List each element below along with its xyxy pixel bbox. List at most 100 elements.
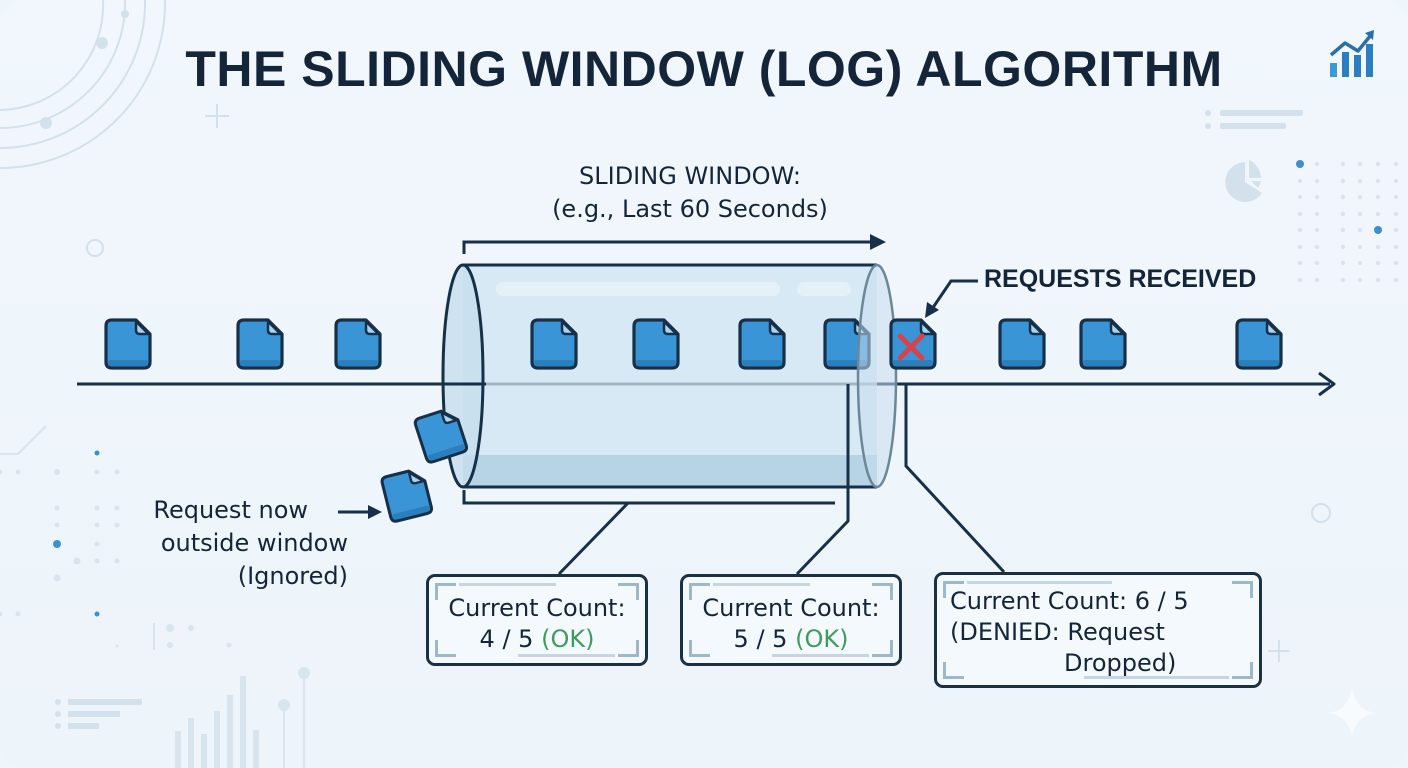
- denied-line1: (DENIED: Request: [950, 618, 1165, 646]
- window-label-line2: (e.g., Last 60 Seconds): [552, 195, 828, 223]
- bg-dot: [53, 540, 61, 548]
- bg-dot: [1297, 277, 1303, 283]
- window-label: SLIDING WINDOW: (e.g., Last 60 Seconds): [520, 160, 860, 226]
- bg-dot: [1297, 244, 1303, 250]
- bg-dot: [1357, 211, 1363, 217]
- bg-dot: [1393, 178, 1399, 184]
- bg-dot: [54, 505, 60, 511]
- bg-bar-chart-decoration: [0, 425, 310, 768]
- bg-dot: [226, 642, 232, 648]
- status-box-ok-4: Current Count: 4 / 5 (OK): [426, 574, 648, 666]
- ignored-arrow: [338, 505, 382, 519]
- bg-dot: [1297, 178, 1303, 184]
- bg-dot: [114, 558, 120, 564]
- document-icon: [998, 318, 1046, 370]
- bg-dot: [1393, 161, 1399, 167]
- count-value: 5 / 5: [733, 625, 788, 653]
- document-icon: [334, 318, 382, 370]
- bg-dot: [1393, 244, 1399, 250]
- bg-dot: [53, 574, 61, 582]
- bg-dot: [1340, 277, 1346, 283]
- bg-dot: [1375, 244, 1381, 250]
- sliding-window-cylinder: [463, 263, 877, 489]
- bg-sparkle-icon: [1328, 688, 1376, 738]
- bg-dot: [1357, 161, 1363, 167]
- bg-dot: [54, 469, 60, 475]
- request-docs-before: [104, 318, 382, 370]
- bg-dot: [73, 557, 81, 565]
- bg-dot: [1314, 194, 1320, 200]
- bg-dot: [188, 625, 194, 631]
- bg-dot: [1340, 178, 1346, 184]
- bg-dot: [1340, 211, 1346, 217]
- bg-dot: [1297, 211, 1303, 217]
- document-icon: [530, 318, 578, 370]
- bg-ring-icon: [86, 239, 104, 257]
- bg-dot: [1374, 226, 1382, 234]
- bg-dot: [1314, 277, 1320, 283]
- bg-dot: [1297, 260, 1303, 266]
- status-box-denied: Current Count: 6 / 5 (DENIED: Request Dr…: [934, 572, 1262, 688]
- status-heading: Current Count:: [702, 594, 880, 622]
- bg-dot: [1375, 211, 1381, 217]
- bg-dot: [0, 611, 3, 617]
- bg-dot: [1375, 178, 1381, 184]
- bg-dot: [1314, 244, 1320, 250]
- bg-dot: [1393, 211, 1399, 217]
- bg-dot: [1357, 244, 1363, 250]
- bg-dot: [1393, 227, 1399, 233]
- ignored-label-line2: outside window: [160, 529, 348, 557]
- bar-chart-trend-icon: [1329, 30, 1374, 77]
- ignored-request-label: Request now outside window (Ignored): [110, 494, 348, 593]
- bg-dot: [1314, 178, 1320, 184]
- bg-ring-icon: [1311, 503, 1331, 523]
- bg-dot: [1393, 194, 1399, 200]
- bg-dot: [1314, 211, 1320, 217]
- document-icon: [1235, 318, 1283, 370]
- bg-dot: [1375, 277, 1381, 283]
- bg-dot: [94, 611, 100, 617]
- bg-dot: [1340, 194, 1346, 200]
- window-right-end: [856, 263, 898, 489]
- status-value: 4 / 5 (OK): [429, 624, 645, 655]
- status-value: 5 / 5 (OK): [683, 624, 899, 655]
- bg-dot: [1357, 277, 1363, 283]
- bg-dot: [0, 469, 3, 475]
- requests-received-label: REQUESTS RECEIVED: [984, 265, 1257, 293]
- bg-pie-chart-icon: [1225, 160, 1262, 202]
- bg-dot: [1375, 161, 1381, 167]
- bg-dot: [1393, 260, 1399, 266]
- bg-dot: [167, 642, 173, 648]
- bg-dot: [1340, 260, 1346, 266]
- bg-dot-grid-decoration-left: [0, 450, 232, 648]
- document-icon: [236, 318, 284, 370]
- bg-dot: [1297, 227, 1303, 233]
- bg-plus-icon: [205, 104, 1290, 662]
- bg-dot: [114, 505, 120, 511]
- bg-dot: [1357, 227, 1363, 233]
- bg-dot: [1314, 260, 1320, 266]
- status-ok-badge: (OK): [795, 625, 849, 653]
- ignored-label-line1: Request now: [153, 496, 308, 524]
- bg-dot: [1357, 260, 1363, 266]
- bg-dot: [1357, 178, 1363, 184]
- bg-dot: [94, 469, 100, 475]
- window-span-arrow: [462, 234, 886, 254]
- leader-lines: [462, 384, 1006, 576]
- bg-dot: [94, 505, 100, 511]
- count-value: 4 / 5: [479, 625, 534, 653]
- bg-dot: [114, 522, 120, 528]
- document-icon: [632, 318, 680, 370]
- status-heading: Current Count: 6 / 5: [950, 587, 1189, 615]
- bg-dot: [1296, 160, 1304, 168]
- status-heading: Current Count:: [448, 594, 626, 622]
- bg-dot: [1314, 161, 1320, 167]
- bg-dot: [1314, 227, 1320, 233]
- document-icon: [379, 466, 435, 524]
- bg-dot: [1375, 194, 1381, 200]
- ignored-label-line3: (Ignored): [237, 562, 348, 590]
- document-icon: [1079, 318, 1127, 370]
- bg-dot: [114, 469, 120, 475]
